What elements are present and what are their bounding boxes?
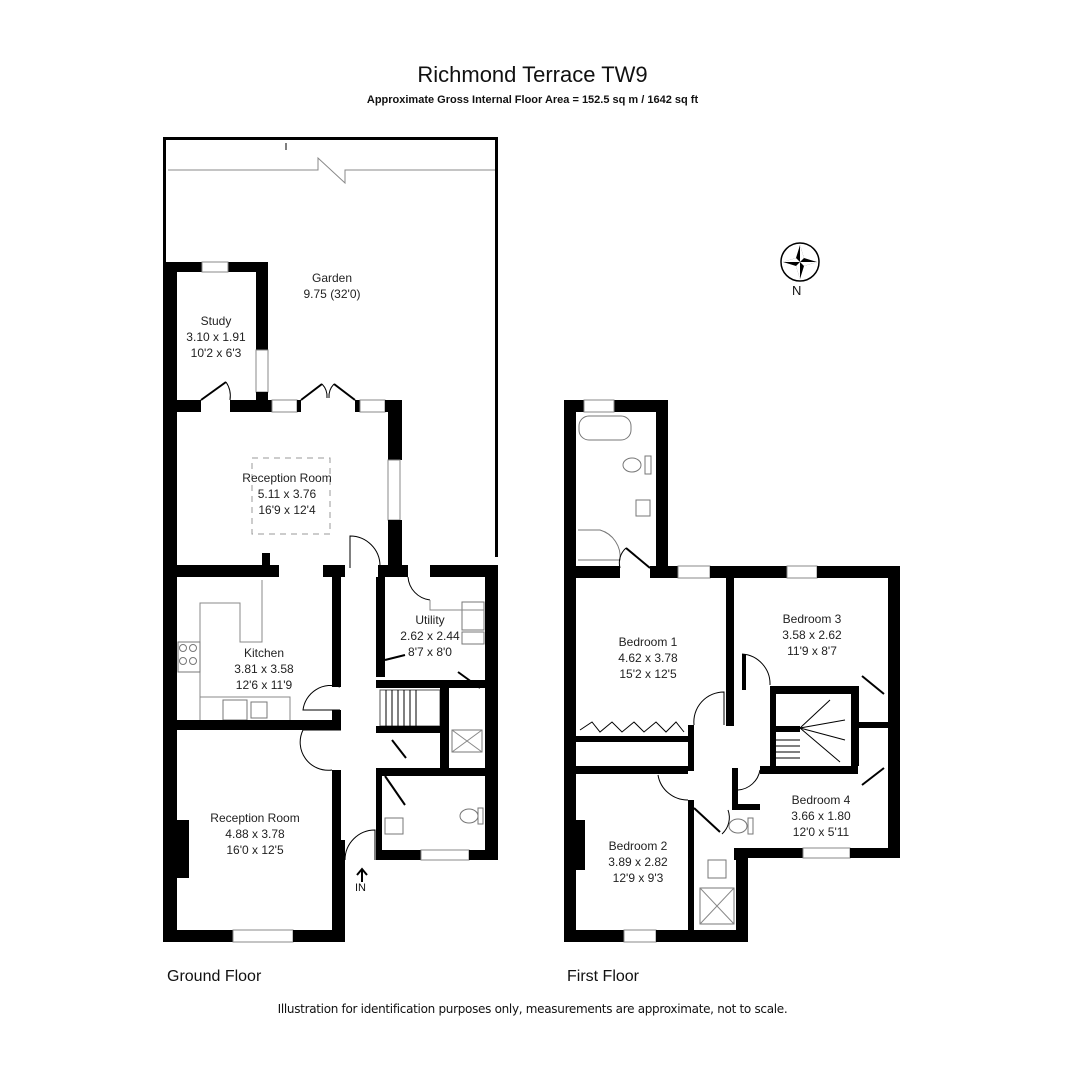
room-size-metric: 3.58 x 2.62	[782, 628, 842, 642]
room-name: Reception Room	[242, 471, 332, 485]
room-name: Kitchen	[243, 646, 285, 660]
room-size-imperial: 16'9 x 12'4	[258, 503, 316, 517]
room-name: Reception Room	[210, 811, 300, 825]
room-size-metric: 2.62 x 2.44	[400, 629, 460, 643]
compass-north-label: N	[792, 283, 802, 298]
room-size-imperial: 8'7 x 8'0	[408, 645, 452, 659]
room-bedroom-1: Bedroom 1 4.62 x 3.78 15'2 x 12'5	[618, 634, 677, 682]
room-reception-front: Reception Room 4.88 x 3.78 16'0 x 12'5	[210, 810, 299, 858]
first-floor-plan	[564, 399, 900, 943]
room-bedroom-3: Bedroom 3 3.58 x 2.62 11'9 x 8'7	[782, 611, 841, 659]
room-size-imperial: 12'0 x 5'11	[792, 825, 850, 839]
room-utility: Utility 2.62 x 2.44 8'7 x 8'0	[400, 612, 459, 660]
room-size-imperial: 12'9 x 9'3	[612, 871, 664, 885]
north-compass-icon	[780, 242, 820, 282]
ground-floor-label: Ground Floor	[167, 968, 262, 985]
room-bedroom-2: Bedroom 2 3.89 x 2.82 12'9 x 9'3	[608, 838, 667, 886]
room-size-imperial: 11'9 x 8'7	[787, 644, 837, 658]
room-study: Study 3.10 x 1.91 10'2 x 6'3	[186, 313, 245, 361]
room-garden: Garden 9.75 (32'0)	[304, 270, 361, 302]
room-size-metric: 4.88 x 3.78	[225, 827, 285, 841]
room-size-imperial: 16'0 x 12'5	[226, 843, 284, 857]
room-reception-rear: Reception Room 5.11 x 3.76 16'9 x 12'4	[242, 470, 331, 518]
room-name: Garden	[311, 271, 353, 285]
room-size-metric: 5.11 x 3.76	[257, 487, 317, 501]
room-name: Bedroom 1	[618, 635, 678, 649]
first-floor-label: First Floor	[567, 968, 639, 985]
room-size-imperial: 12'6 x 11'9	[235, 678, 293, 692]
room-name: Bedroom 2	[608, 839, 668, 853]
room-name: Utility	[415, 613, 445, 627]
room-size-imperial: 15'2 x 12'5	[619, 667, 677, 681]
plan-title: Richmond Terrace TW9	[417, 62, 648, 87]
room-size-imperial: 10'2 x 6'3	[190, 346, 242, 360]
room-size-metric: 4.62 x 3.78	[618, 651, 678, 665]
room-name: Bedroom 4	[791, 793, 851, 807]
disclaimer-text: Illustration for identification purposes…	[277, 1002, 788, 1016]
room-size-metric: 3.66 x 1.80	[791, 809, 851, 823]
room-size-metric: 3.81 x 3.58	[234, 662, 294, 676]
room-name: Study	[200, 314, 232, 328]
entrance-label: IN	[355, 882, 366, 894]
floor-area-subtitle: Approximate Gross Internal Floor Area = …	[366, 94, 699, 106]
room-name: Bedroom 3	[782, 612, 842, 626]
room-size-metric: 3.10 x 1.91	[186, 330, 246, 344]
room-kitchen: Kitchen 3.81 x 3.58 12'6 x 11'9	[234, 645, 293, 693]
room-size: 9.75 (32'0)	[303, 287, 361, 301]
room-bedroom-4: Bedroom 4 3.66 x 1.80 12'0 x 5'11	[791, 792, 850, 840]
room-size-metric: 3.89 x 2.82	[608, 855, 668, 869]
ground-floor-plan	[163, 137, 498, 943]
